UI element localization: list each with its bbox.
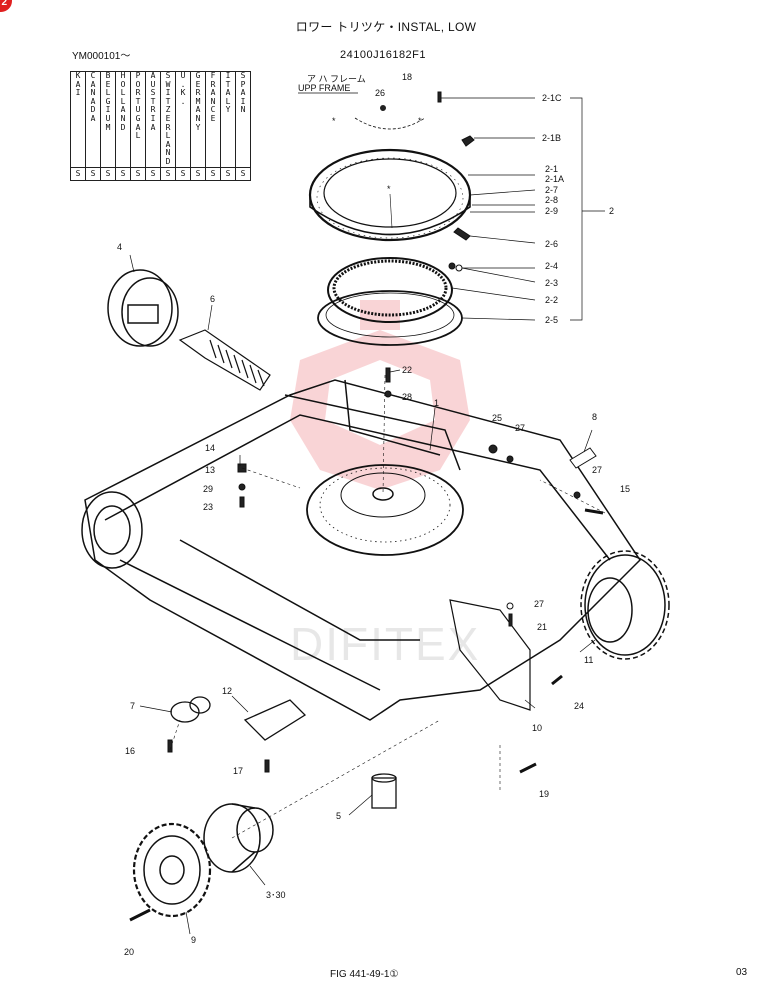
callout-22: 22 <box>402 365 412 375</box>
callout-26: 26 <box>375 88 385 98</box>
diagram-title: ロワー トリツケ・INSTAL, LOW <box>295 20 477 34</box>
callout-2-2: 2-2 <box>545 295 558 305</box>
center-joint-part <box>371 773 397 809</box>
callout-18: 18 <box>402 72 412 82</box>
callout-2-7: 2-7 <box>545 185 558 195</box>
callout-10: 10 <box>532 723 542 733</box>
callout-21: 21 <box>537 622 547 632</box>
callout-2-4: 2-4 <box>545 261 558 271</box>
country-applicability-code: S <box>100 166 116 181</box>
callout-2: 2 <box>609 206 614 216</box>
callout-8: 8 <box>592 412 597 422</box>
track-guard-part <box>243 699 307 741</box>
country-column-header: S P A I N <box>235 71 251 168</box>
front-idler-outline <box>81 491 143 569</box>
assembly-reference-lines <box>169 374 606 839</box>
country-applicability-code: S <box>220 166 236 181</box>
asterisk-mark: * <box>332 116 336 126</box>
svg-text:UPP FRAME: UPP FRAME <box>298 83 350 93</box>
callout-4: 4 <box>117 242 122 252</box>
rear-sprocket-outline <box>580 550 670 660</box>
callout-15: 15 <box>620 484 630 494</box>
callout-2-1: 2-1 <box>545 164 558 174</box>
travel-motor-cover <box>449 599 531 711</box>
callout-27: 27 <box>592 465 602 475</box>
callout-24: 24 <box>574 701 584 711</box>
watermark-text: DIFITEX <box>290 618 480 670</box>
asterisk-mark: * <box>387 184 391 194</box>
callout-2-1C: 2-1C <box>542 93 562 103</box>
callout-28: 28 <box>402 392 412 402</box>
callout-leader-lines <box>129 97 605 935</box>
idler-assembly-part <box>107 269 179 347</box>
callout-27: 27 <box>515 423 525 433</box>
model-serial-range: YM000101～ <box>72 51 131 62</box>
assembly-part-number: 24100J16182F1 <box>340 49 427 61</box>
travel-motor-part <box>203 803 274 873</box>
callout-27: 27 <box>534 599 544 609</box>
svg-text:ア ハ フレーム: ア ハ フレーム <box>307 74 366 84</box>
asterisk-mark: * <box>418 116 422 126</box>
watermark-logo <box>290 300 470 490</box>
callout-19: 19 <box>539 789 549 799</box>
country-applicability-code: S <box>235 166 251 181</box>
country-column-header: F R A N C E <box>205 71 221 168</box>
bolt-pin-set <box>129 91 604 922</box>
callout-6: 6 <box>210 294 215 304</box>
callout-20: 20 <box>124 947 134 957</box>
callout-7: 7 <box>130 701 135 711</box>
country-applicability-code: S <box>115 166 131 181</box>
country-column-header: P O R T U G A L <box>130 71 146 168</box>
callout-11: 11 <box>584 655 593 665</box>
callout-17: 17 <box>233 766 243 776</box>
upper-frame-note: ア ハ フレーム UPP FRAME <box>298 74 426 130</box>
callout-2-6: 2-6 <box>545 239 558 249</box>
callout-29: 29 <box>203 484 213 494</box>
callout-23: 23 <box>203 502 213 512</box>
callout-labels: 26 18 2-1C 2-1B 2-1 2-1A 2-7 2-8 2-9 2 2… <box>117 72 630 957</box>
callout-2-8: 2-8 <box>545 195 558 205</box>
callout-2-1B: 2-1B <box>542 133 561 143</box>
callout-3-30: 3･30 <box>266 890 286 900</box>
country-applicability-code: S <box>70 166 86 181</box>
callout-16: 16 <box>125 746 135 756</box>
callout-1: 1 <box>434 398 439 408</box>
track-frame-body <box>84 379 641 721</box>
page-number: 03 <box>736 967 748 978</box>
callout-13: 13 <box>205 465 215 475</box>
callout-9: 9 <box>191 935 196 945</box>
recoil-spring-part <box>178 329 271 391</box>
callout-25: 25 <box>492 413 502 423</box>
callout-5: 5 <box>336 811 341 821</box>
callout-2-1A: 2-1A <box>545 174 564 184</box>
callout-2-3: 2-3 <box>545 278 558 288</box>
drive-sprocket-part <box>132 822 212 918</box>
callout-2-9: 2-9 <box>545 206 558 216</box>
callout-14: 14 <box>205 443 215 453</box>
callout-2-5: 2-5 <box>545 315 558 325</box>
callout-12: 12 <box>222 686 232 696</box>
carrier-roller-part <box>170 696 211 723</box>
figure-reference: FIG 441-49-1① <box>330 969 399 980</box>
